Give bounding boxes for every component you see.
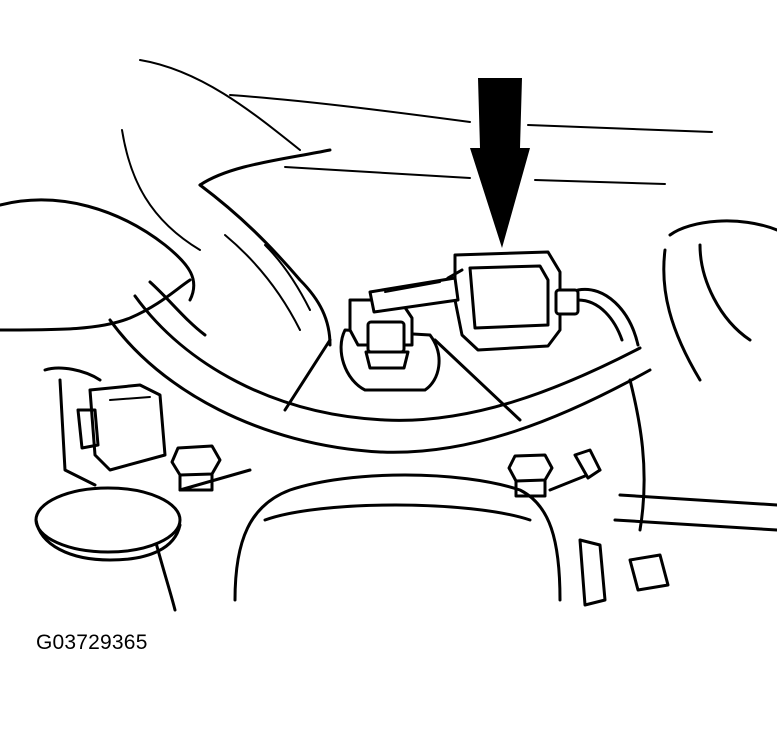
figure-id-label: G03729365: [36, 631, 148, 654]
sensor-connector: [368, 250, 640, 352]
left-bolt: [170, 444, 222, 492]
hand-outline: [0, 148, 332, 347]
upper-hose-lines: [121, 59, 713, 251]
right-pipe: [613, 219, 777, 532]
mount-tower: [283, 298, 522, 422]
down-arrow: [470, 78, 530, 248]
lower-housing: [148, 468, 602, 612]
round-cap: [34, 486, 182, 562]
main-hose: [108, 280, 652, 454]
engine-component-illustration: [0, 59, 777, 612]
left-bracket: [43, 366, 167, 487]
right-clip: [573, 448, 670, 607]
